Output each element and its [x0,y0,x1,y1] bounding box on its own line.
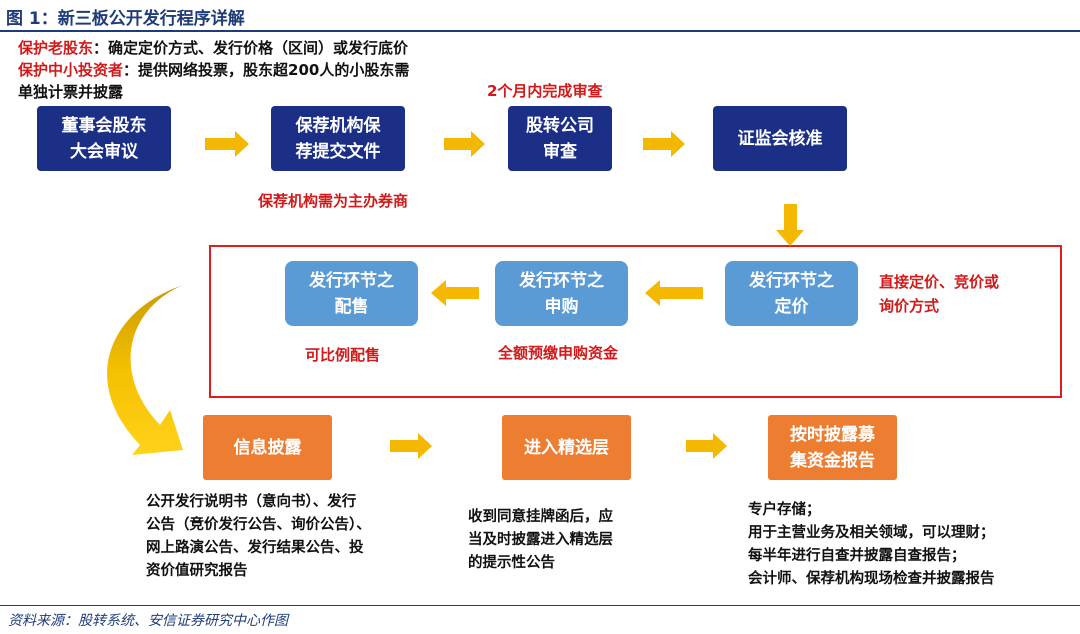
note-text: ：提供网络投票，股东超200人的小股东需 [123,61,410,79]
note-placement: 可比例配售 [305,346,381,364]
note-protect-old-shareholders: 保护老股东：确定定价方式、发行价格（区间）或发行底价 [18,37,408,59]
step-neeq-review: 股转公司 审查 [508,106,612,171]
note-review-deadline: 2个月内完成审查 [487,82,603,100]
desc-info-disclosure: 公开发行说明书（意向书）、发行 公告（竞价发行公告、询价公告）、 网上路演公告、… [146,494,371,579]
arrow-left-2 [431,280,479,306]
arrow-right-5 [686,433,727,459]
arrow-down [776,204,804,246]
desc-funds-report: 专户存储； 用于主营业务及相关领域，可以理财； 每半年进行自查并披露自查报告； … [748,502,995,587]
step-pricing: 发行环节之 定价 [725,261,858,326]
step-csrc-approval: 证监会核准 [713,106,847,171]
note-sponsor-requirement: 保荐机构需为主办券商 [258,192,409,210]
arrow-right-4 [390,433,432,459]
note-subscription: 全额预缴申购资金 [498,344,619,362]
step-info-disclosure: 信息披露 [203,415,332,480]
step-funds-report: 按时披露募 集资金报告 [768,415,897,480]
note-text: ：确定定价方式、发行价格（区间）或发行底价 [93,39,409,57]
footer-divider [0,605,1080,606]
note-separate-count: 单独计票并披露 [18,83,124,101]
arrow-right-1 [205,131,249,157]
arrow-curve [107,285,183,455]
note-key: 保护中小投资者 [18,61,124,79]
figure-title: 图 1：新三板公开发行程序详解 [6,9,245,29]
desc-select-tier: 收到同意挂牌函后，应 当及时披露进入精选层 的提示性公告 [468,509,613,571]
step-sponsor-submit: 保荐机构保 荐提交文件 [271,106,405,171]
issuance-stage-frame [209,245,1062,398]
note-protect-small-investors: 保护中小投资者：提供网络投票，股东超200人的小股东需 [18,59,409,81]
arrow-left-1 [645,280,703,306]
arrow-right-3 [643,131,685,157]
source-note: 资料来源：股转系统、安信证券研究中心作图 [8,613,288,629]
arrow-right-2 [444,131,485,157]
step-enter-select-tier: 进入精选层 [502,415,631,480]
step-subscription: 发行环节之 申购 [495,261,628,326]
step-placement: 发行环节之 配售 [285,261,418,326]
note-key: 保护老股东 [18,39,94,57]
note-pricing-methods: 直接定价、竞价或 询价方式 [879,273,1000,315]
title-divider [0,30,1080,32]
step-board-meeting: 董事会股东 大会审议 [37,106,171,171]
